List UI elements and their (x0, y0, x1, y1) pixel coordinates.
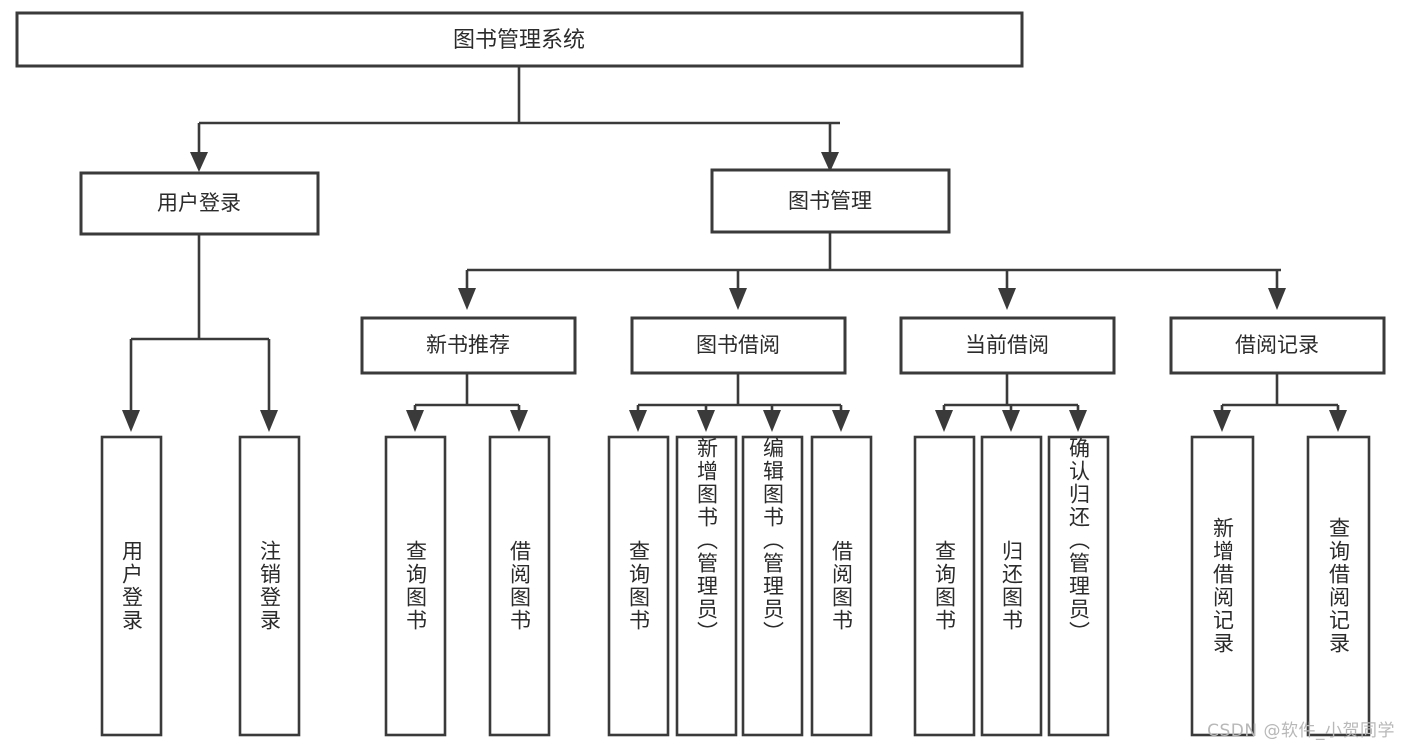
node-root-box[interactable] (15, 11, 1024, 68)
node-root[interactable]: 图书管理系统 (15, 11, 1024, 68)
connector-group-currentborrow-to-leaves (935, 373, 1087, 432)
leaf-box-edit-book-admin[interactable] (741, 435, 804, 737)
node-root-label: 图书管理系统 (453, 28, 585, 53)
node-user-login[interactable]: 用户登录 (79, 171, 320, 236)
arrowhead-current-borrow (998, 288, 1016, 310)
connector-group-newbook-to-leaves (406, 373, 528, 432)
csdn-watermark: CSDN @软件_小贺同学 (1207, 721, 1395, 741)
node-book-management-box[interactable] (710, 168, 951, 234)
node-new-book-recommend-box[interactable] (360, 316, 577, 375)
leaf-box-add-borrow-record[interactable] (1190, 435, 1255, 737)
leaf-box-return-book[interactable] (980, 435, 1043, 737)
arrowhead-leaf-query-book-1 (406, 410, 424, 432)
leaf-boxes-new-book-recommend (384, 435, 551, 737)
node-book-borrow-box[interactable] (630, 316, 847, 375)
arrowhead-leaf-borrow-book-2 (832, 410, 850, 432)
leaf-box-confirm-return-admin[interactable] (1047, 435, 1110, 737)
arrowhead-new-book-recommend (458, 288, 476, 310)
node-book-borrow[interactable]: 图书借阅 (630, 316, 847, 375)
arrowhead-leaf-add-book-admin (697, 410, 715, 432)
node-user-login-box[interactable] (79, 171, 320, 236)
arrowhead-leaf-query-book-3 (935, 410, 953, 432)
leaf-box-query-book-1[interactable] (384, 435, 447, 737)
connector-group-borrowrecord-to-leaves (1213, 373, 1347, 432)
node-book-management[interactable]: 图书管理 (710, 168, 951, 234)
leaf-boxes-borrow-record (1190, 435, 1371, 737)
node-current-borrow-label: 当前借阅 (965, 333, 1049, 357)
leaf-box-query-book-2[interactable] (607, 435, 670, 737)
node-borrow-record-label: 借阅记录 (1235, 333, 1319, 357)
connector-group-bookborrow-to-leaves (629, 373, 850, 432)
connector-group-bookmgmt-to-level3 (458, 232, 1286, 310)
leaf-box-borrow-book-2[interactable] (810, 435, 873, 737)
arrowhead-leaf-query-book-2 (629, 410, 647, 432)
leaf-box-query-borrow-record[interactable] (1306, 435, 1371, 737)
leaf-boxes-current-borrow (913, 435, 1110, 737)
leaf-boxes-book-borrow (607, 435, 873, 737)
arrowhead-leaf-logout-login (260, 410, 278, 432)
node-current-borrow[interactable]: 当前借阅 (899, 316, 1116, 375)
node-current-borrow-box[interactable] (899, 316, 1116, 375)
node-user-login-label: 用户登录 (157, 191, 241, 215)
node-new-book-recommend[interactable]: 新书推荐 (360, 316, 577, 375)
arrowhead-leaf-edit-book-admin (763, 410, 781, 432)
connector-group-userlogin-to-leaves (122, 234, 278, 432)
leaf-boxes-user-login (100, 435, 301, 737)
node-new-book-recommend-label: 新书推荐 (426, 333, 510, 357)
node-book-management-label: 图书管理 (788, 189, 872, 213)
connector-group-root-to-level2 (190, 66, 840, 172)
arrowhead-borrow-record (1268, 288, 1286, 310)
leaf-box-user-login[interactable] (100, 435, 163, 737)
leaf-box-add-book-admin[interactable] (675, 435, 738, 737)
arrowhead-leaf-borrow-book-1 (510, 410, 528, 432)
arrowhead-leaf-add-borrow-record (1213, 410, 1231, 432)
arrowhead-leaf-user-login (122, 410, 140, 432)
arrowhead-leaf-query-borrow-record (1329, 410, 1347, 432)
node-book-borrow-label: 图书借阅 (696, 333, 780, 357)
arrowhead-book-management (821, 152, 839, 172)
leaf-box-logout-login[interactable] (238, 435, 301, 737)
arrowhead-book-borrow (729, 288, 747, 310)
arrowhead-leaf-confirm-return-admin (1069, 410, 1087, 432)
node-borrow-record-box[interactable] (1169, 316, 1386, 375)
arrowhead-leaf-return-book (1002, 410, 1020, 432)
leaf-box-query-book-3[interactable] (913, 435, 976, 737)
arrowhead-user-login (190, 152, 208, 172)
node-borrow-record[interactable]: 借阅记录 (1169, 316, 1386, 375)
leaf-box-borrow-book-1[interactable] (488, 435, 551, 737)
